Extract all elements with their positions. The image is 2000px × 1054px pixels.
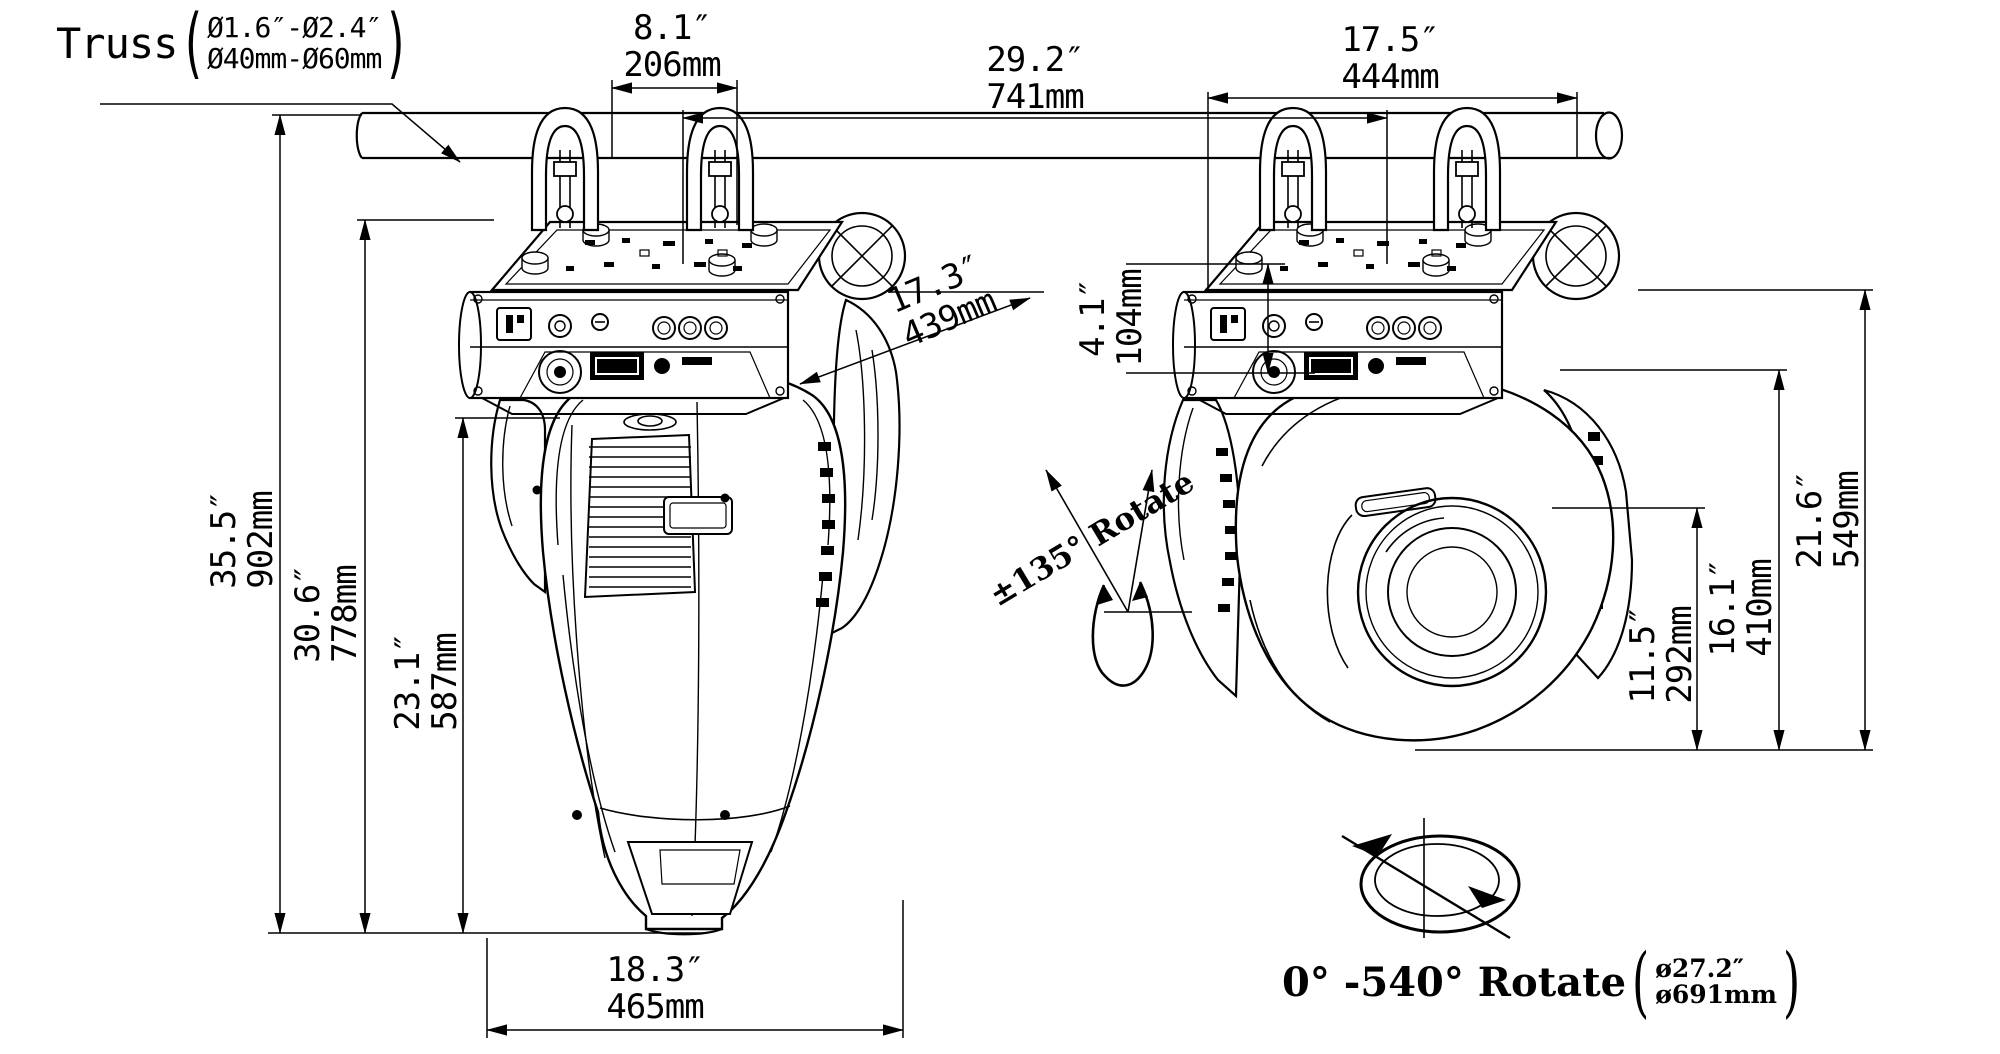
dim-total-height-inches: 35.5″ <box>204 491 244 589</box>
dim-head-height-inches: 23.1″ <box>388 633 428 731</box>
dim-side-height-high-mm: 549mm <box>1827 471 1867 569</box>
pan-rotate-annotation: 0° -540° Rotate(ø27.2″ø691mm) <box>1282 937 1802 1026</box>
dim-fixture-spacing-inches: 29.2″ <box>986 40 1084 80</box>
truss-clamps <box>530 106 1502 232</box>
dim-side-height-low-inches: 11.5″ <box>1623 606 1663 704</box>
dim-side-height-mid: 16.1″ 410mm <box>1703 478 1780 738</box>
fixture-side-view <box>1162 372 1634 742</box>
fixture-front-view <box>490 298 901 936</box>
pan-rotation-symbol <box>1341 818 1521 940</box>
dim-base-width-mm: 444mm <box>1341 57 1439 97</box>
tilt-rotation-symbol <box>1045 469 1192 687</box>
dim-base-width-inches: 17.5″ <box>1341 20 1439 60</box>
truss-paren-open: ( <box>179 0 205 88</box>
dim-side-height-low-mm: 292mm <box>1660 606 1700 704</box>
dim-base-width: 17.5″ 444mm <box>1240 22 1540 96</box>
dim-side-height-mid-mm: 410mm <box>1740 559 1780 657</box>
dim-base-height: 4.1″ 104mm <box>1073 208 1150 428</box>
dim-body-height: 30.6″ 778mm <box>288 484 365 744</box>
pan-diameter-mm: ø691mm <box>1655 980 1777 1009</box>
truss-label: Truss(Ø1.6″-Ø2.4″Ø40mm-Ø60mm) <box>56 0 411 88</box>
pan-paren-open: ( <box>1632 937 1650 1027</box>
dim-head-height: 23.1″ 587mm <box>388 552 465 812</box>
dim-base-height-inches: 4.1″ <box>1073 279 1113 357</box>
truss-label-name: Truss <box>56 18 178 68</box>
dimension-lines <box>100 80 1873 1038</box>
truss-diameter-mm: Ø40mm-Ø60mm <box>206 42 382 75</box>
pan-diameter-inches: ø27.2″ <box>1655 954 1744 983</box>
dim-base-height-mm: 104mm <box>1110 269 1150 367</box>
pan-paren-close: ) <box>1782 937 1801 1027</box>
truss-paren-close: ) <box>383 0 409 88</box>
truss-diameter-inches: Ø1.6″-Ø2.4″ <box>206 11 382 44</box>
dim-fixture-spacing: 29.2″ 741mm <box>885 42 1185 116</box>
dim-clamp-spacing: 8.1″ 206mm <box>522 10 822 84</box>
dim-side-height-high-inches: 21.6″ <box>1790 471 1830 569</box>
dim-total-height: 35.5″ 902mm <box>204 410 281 670</box>
dim-body-height-mm: 778mm <box>325 565 365 663</box>
dim-clamp-spacing-inches: 8.1″ <box>633 8 712 48</box>
dim-body-height-inches: 30.6″ <box>288 565 328 663</box>
dim-total-height-mm: 902mm <box>241 491 281 589</box>
dim-head-width-mm: 465mm <box>606 987 704 1027</box>
dim-head-height-mm: 587mm <box>425 633 465 731</box>
dim-clamp-spacing-mm: 206mm <box>623 45 721 85</box>
dim-head-width-inches: 18.3″ <box>606 950 704 990</box>
dim-side-height-mid-inches: 16.1″ <box>1703 559 1743 657</box>
dim-fixture-spacing-mm: 741mm <box>986 77 1084 117</box>
dim-side-height-low: 11.5″ 292mm <box>1623 525 1700 785</box>
pan-rotate-text: 0° -540° Rotate <box>1282 958 1627 1006</box>
dim-side-height-high: 21.6″ 549mm <box>1790 390 1867 650</box>
dim-head-width: 18.3″ 465mm <box>505 952 805 1026</box>
